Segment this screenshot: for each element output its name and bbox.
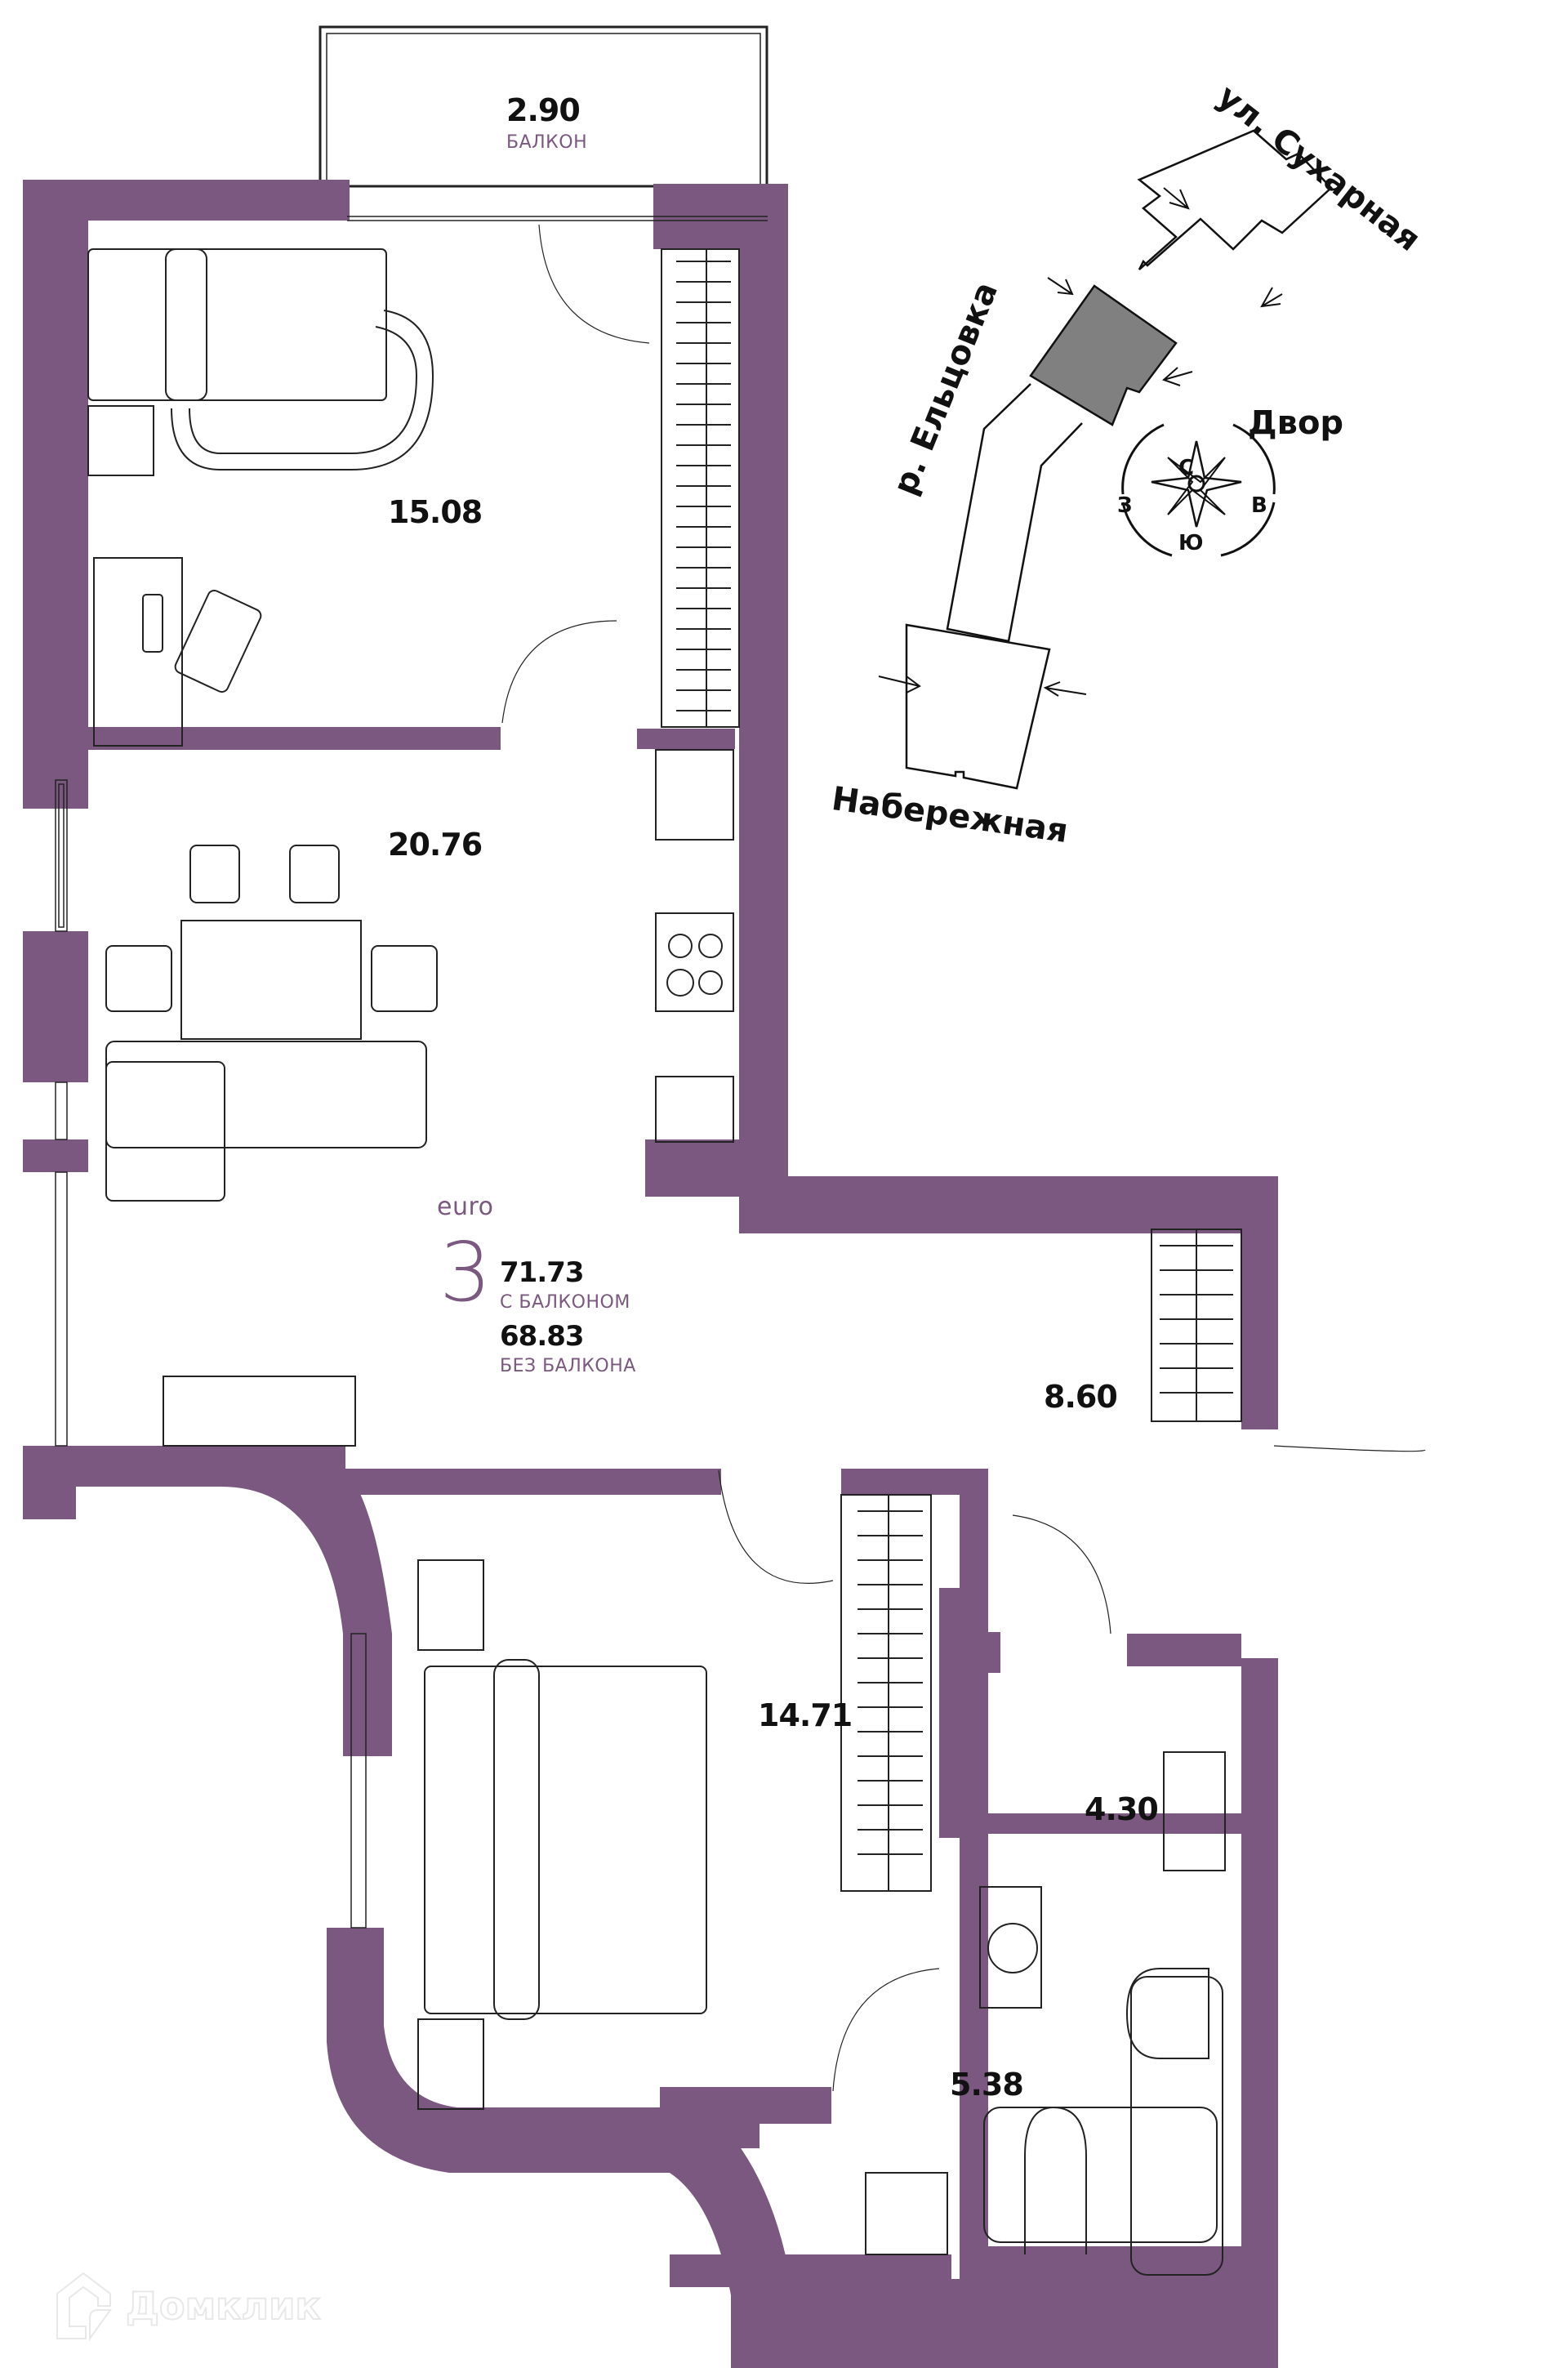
bathroom-1-area: 4.30: [1085, 1791, 1159, 1827]
site-map: [905, 129, 1333, 790]
furniture: [87, 248, 1242, 2243]
watermark: Домклик: [53, 2269, 322, 2343]
living-kitchen-area: 20.76: [388, 827, 483, 863]
without-balcony-label: БЕЗ БАЛКОНА: [500, 1356, 636, 1376]
walls: [23, 180, 1278, 2368]
yard-label: Двор: [1248, 404, 1344, 442]
hallway-area: 8.60: [1044, 1379, 1118, 1415]
compass-west: З: [1117, 493, 1133, 518]
wardrobe-hangers: [676, 261, 1233, 1855]
compass-north: С: [1178, 456, 1195, 480]
area-without-balcony: 68.83: [500, 1320, 585, 1353]
domclick-house-icon: [56, 2272, 112, 2342]
with-balcony-label: С БАЛКОНОМ: [500, 1292, 630, 1313]
bathroom-2-area: 5.38: [950, 2067, 1024, 2103]
compass-south: Ю: [1178, 531, 1204, 555]
watermark-text: Домклик: [125, 2283, 322, 2329]
compass-icon: [1121, 423, 1276, 557]
door-swings: [501, 224, 1426, 2092]
apartment-type: euro: [437, 1193, 494, 1221]
room-count: 3: [439, 1224, 492, 1320]
area-with-balcony: 71.73: [500, 1256, 585, 1289]
bedroom-1-area: 15.08: [388, 494, 483, 530]
entrance-arrows: [878, 187, 1283, 697]
balcony-area: 2.90: [506, 92, 581, 128]
balcony-label: БАЛКОН: [506, 132, 588, 153]
bedroom-2-area: 14.71: [758, 1697, 853, 1733]
windows: [55, 216, 768, 1929]
selected-building: [1029, 284, 1178, 426]
balcony-outline: [318, 25, 768, 188]
bathroom-2-fixtures: [865, 1976, 1223, 2276]
compass-east: В: [1251, 493, 1267, 518]
